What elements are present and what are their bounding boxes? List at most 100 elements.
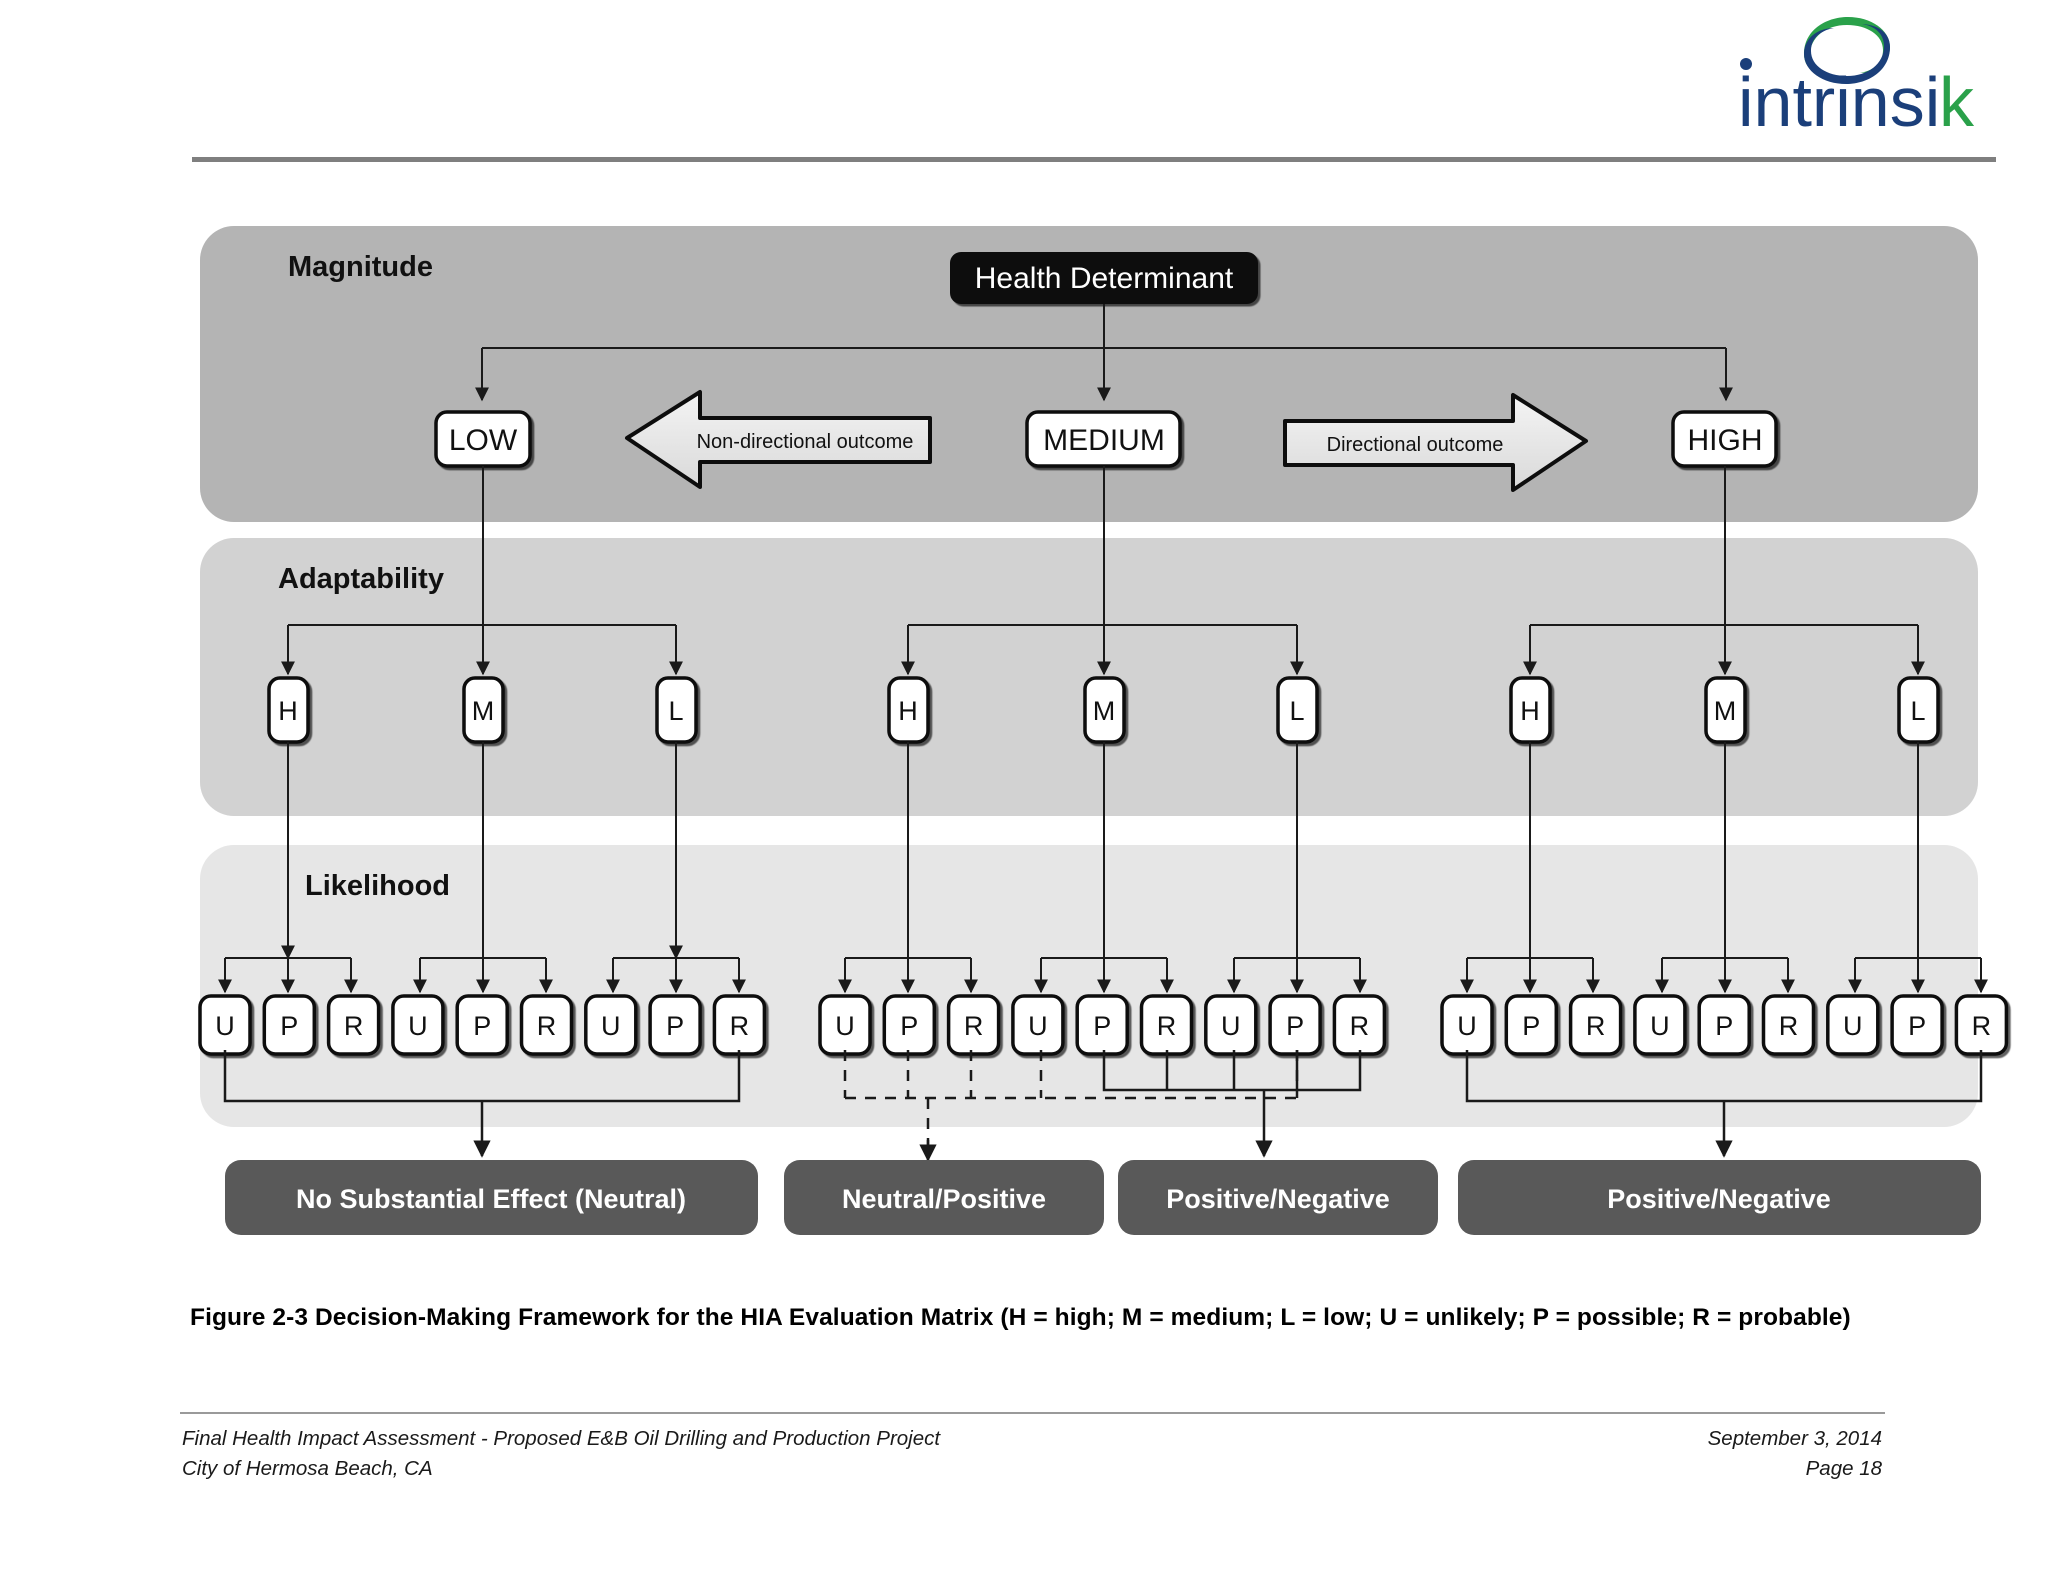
- node-likelihood-high-9-r[interactable]: R: [1954, 994, 2009, 1056]
- node-label: H: [278, 696, 298, 726]
- node-label: R: [1586, 1011, 1606, 1041]
- node-likelihood-high-3-r[interactable]: R: [1568, 994, 1623, 1056]
- node-likelihood-low-8-p[interactable]: P: [648, 994, 702, 1056]
- node-label: M: [1093, 696, 1116, 726]
- arrow-non-directional-outcome: Non-directional outcome: [625, 390, 932, 489]
- footer-right: September 3, 2014 Page 18: [1708, 1424, 1882, 1483]
- footer-page-number: Page 18: [1805, 1456, 1882, 1480]
- node-label: P: [280, 1011, 298, 1041]
- outcome-label: Positive/Negative: [1607, 1184, 1831, 1214]
- footer-left: Final Health Impact Assessment - Propose…: [182, 1424, 940, 1483]
- outcome-positive-negative-high[interactable]: Positive/Negative: [1458, 1160, 1981, 1235]
- node-adaptability-high-m[interactable]: M: [1704, 676, 1747, 744]
- band-label-adaptability: Adaptability: [278, 563, 444, 595]
- figure-caption: Figure 2-3 Decision-Making Framework for…: [190, 1304, 1851, 1331]
- band-likelihood: Likelihood: [200, 845, 1978, 1127]
- node-magnitude-medium[interactable]: MEDIUM: [1025, 410, 1182, 468]
- intrinsik-logo: intrinsi k: [1738, 17, 1975, 132]
- node-likelihood-low-6-r[interactable]: R: [519, 994, 574, 1056]
- node-likelihood-medium-6-r[interactable]: R: [1139, 994, 1194, 1056]
- node-label: H: [1520, 696, 1540, 726]
- node-adaptability-low-l[interactable]: L: [655, 676, 698, 744]
- footer-divider: [180, 1412, 1885, 1414]
- node-adaptability-low-m[interactable]: M: [462, 676, 505, 744]
- node-magnitude-medium-label: MEDIUM: [1043, 424, 1165, 457]
- node-label: P: [1908, 1011, 1926, 1041]
- node-label: R: [1972, 1011, 1992, 1041]
- node-adaptability-high-h[interactable]: H: [1509, 676, 1552, 744]
- node-label: R: [1779, 1011, 1799, 1041]
- node-likelihood-medium-2-p[interactable]: P: [882, 994, 937, 1056]
- node-adaptability-high-l[interactable]: L: [1897, 676, 1940, 744]
- node-label: U: [1221, 1011, 1241, 1041]
- node-label: P: [900, 1011, 918, 1041]
- node-likelihood-high-5-p[interactable]: P: [1697, 994, 1751, 1056]
- outcome-neutral-positive[interactable]: Neutral/Positive: [784, 1160, 1104, 1235]
- outcome-no-substantial-effect[interactable]: No Substantial Effect (Neutral): [225, 1160, 758, 1235]
- node-likelihood-high-1-u[interactable]: U: [1440, 994, 1494, 1056]
- footer-date: September 3, 2014: [1707, 1427, 1882, 1450]
- node-adaptability-medium-l[interactable]: L: [1276, 676, 1319, 744]
- node-label: U: [408, 1011, 428, 1041]
- node-likelihood-medium-5-p[interactable]: P: [1075, 994, 1129, 1056]
- band-adaptability: Adaptability: [200, 538, 1978, 816]
- node-likelihood-low-4-u[interactable]: U: [391, 994, 445, 1056]
- node-label: P: [666, 1011, 684, 1041]
- node-label: P: [1286, 1011, 1304, 1041]
- node-likelihood-high-4-u[interactable]: U: [1633, 994, 1687, 1056]
- header-divider: [192, 157, 1996, 162]
- outcome-boxes: No Substantial Effect (Neutral) Neutral/…: [225, 1160, 1981, 1235]
- node-label: P: [1522, 1011, 1540, 1041]
- logo-blue-arc: [1804, 24, 1890, 84]
- node-label: R: [730, 1011, 750, 1041]
- node-magnitude-low[interactable]: LOW: [434, 410, 532, 468]
- band-label-magnitude: Magnitude: [288, 251, 433, 283]
- node-likelihood-low-5-p[interactable]: P: [455, 994, 509, 1056]
- node-magnitude-high[interactable]: HIGH: [1671, 410, 1778, 468]
- node-adaptability-low-h[interactable]: H: [267, 676, 310, 744]
- node-health-determinant[interactable]: Health Determinant: [950, 252, 1258, 304]
- logo-wordmark: intrinsi: [1738, 63, 1940, 132]
- logo-wordmark-k: k: [1939, 63, 1975, 132]
- node-likelihood-medium-7-u[interactable]: U: [1204, 994, 1258, 1056]
- node-likelihood-high-7-u[interactable]: U: [1826, 994, 1880, 1056]
- arrow-non-directional-label: Non-directional outcome: [697, 431, 914, 453]
- logo-i-dot: [1740, 58, 1752, 70]
- node-label: M: [472, 696, 495, 726]
- node-label: R: [1157, 1011, 1177, 1041]
- node-likelihood-medium-3-r[interactable]: R: [946, 994, 1001, 1056]
- node-likelihood-low-9-r[interactable]: R: [712, 994, 767, 1056]
- node-likelihood-high-2-p[interactable]: P: [1504, 994, 1559, 1056]
- node-likelihood-high-8-p[interactable]: P: [1890, 994, 1944, 1056]
- node-label: R: [1350, 1011, 1370, 1041]
- node-label: H: [898, 696, 918, 726]
- node-magnitude-low-label: LOW: [449, 424, 518, 457]
- page-footer: Final Health Impact Assessment - Propose…: [182, 1424, 1882, 1483]
- node-likelihood-medium-4-u[interactable]: U: [1011, 994, 1065, 1056]
- node-likelihood-low-7-u[interactable]: U: [584, 994, 638, 1056]
- node-label: P: [473, 1011, 491, 1041]
- adaptability-connectors: [281, 466, 1925, 676]
- node-likelihood-low-3-r[interactable]: R: [326, 994, 381, 1056]
- node-label: U: [1843, 1011, 1863, 1041]
- node-likelihood-medium-9-r[interactable]: R: [1332, 994, 1387, 1056]
- outcome-positive-negative-medium[interactable]: Positive/Negative: [1118, 1160, 1438, 1235]
- node-likelihood-low-1-u[interactable]: U: [198, 994, 252, 1056]
- node-likelihood-medium-1-u[interactable]: U: [818, 994, 872, 1056]
- outcome-label: Neutral/Positive: [842, 1184, 1046, 1214]
- band-label-likelihood: Likelihood: [305, 870, 450, 902]
- node-likelihood-medium-8-p[interactable]: P: [1268, 994, 1322, 1056]
- node-adaptability-medium-h[interactable]: H: [887, 676, 930, 744]
- decision-framework-diagram: Magnitude Adaptability Likelihood Health…: [198, 226, 2009, 1235]
- node-label: P: [1093, 1011, 1111, 1041]
- node-label: U: [1457, 1011, 1477, 1041]
- node-label: U: [835, 1011, 855, 1041]
- node-likelihood-low-2-p[interactable]: P: [262, 994, 317, 1056]
- node-label: U: [601, 1011, 621, 1041]
- node-adaptability-medium-m[interactable]: M: [1083, 676, 1126, 744]
- footer-document-title: Final Health Impact Assessment - Propose…: [182, 1427, 941, 1450]
- node-likelihood-high-6-r[interactable]: R: [1761, 994, 1816, 1056]
- node-label: U: [1028, 1011, 1048, 1041]
